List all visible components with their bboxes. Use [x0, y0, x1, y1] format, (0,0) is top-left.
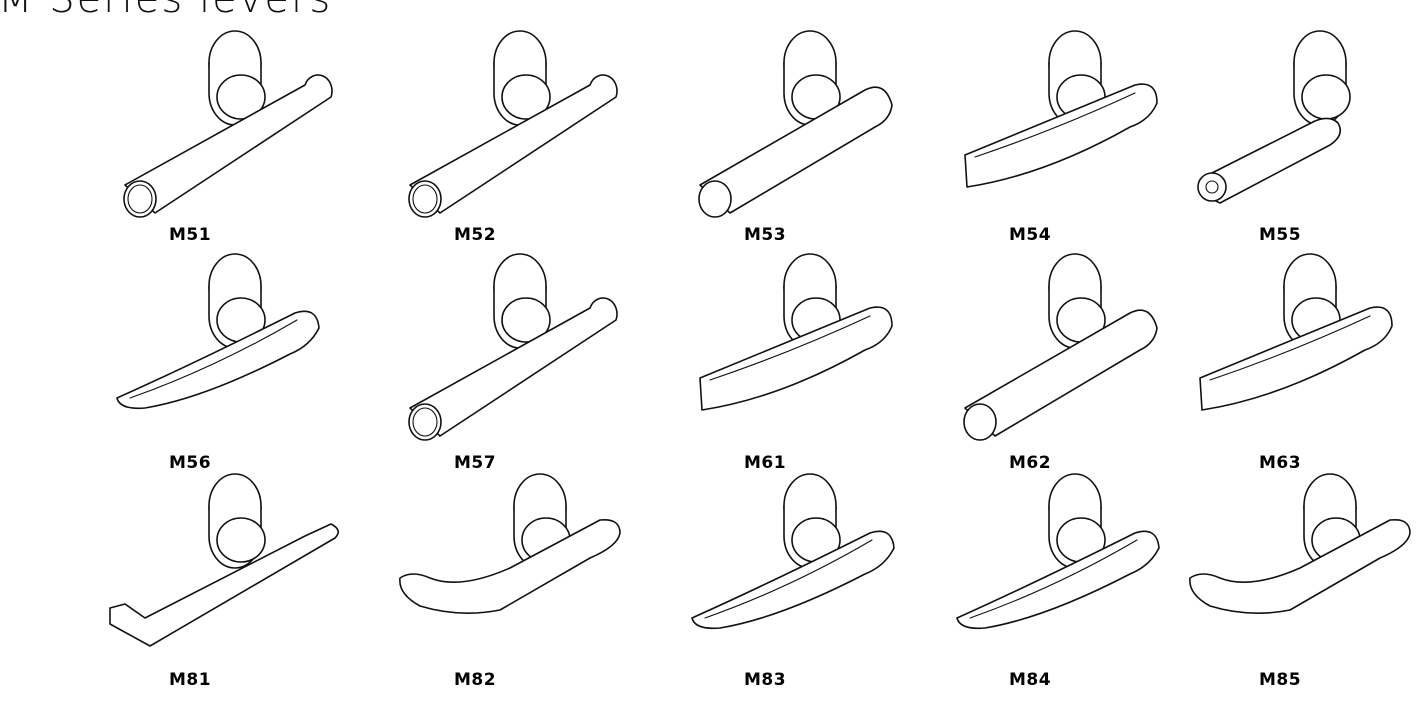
lever-drawing	[698, 30, 893, 218]
lever-drawing	[116, 253, 320, 410]
lever-code-label: M52	[453, 225, 497, 245]
lever-m52	[390, 30, 660, 235]
lever-m54	[945, 30, 1215, 235]
lever-m56	[105, 253, 375, 458]
page-title: M Series levers	[0, 0, 332, 22]
lever-drawing	[964, 30, 1158, 188]
lever-code-label: M63	[1258, 453, 1302, 473]
lever-drawing	[1197, 30, 1351, 204]
lever-code-label: M56	[168, 453, 212, 473]
lever-code-label: M57	[453, 453, 497, 473]
lever-m84	[945, 473, 1215, 678]
lever-m82	[390, 473, 660, 678]
lever-code-label: M85	[1258, 670, 1302, 690]
lever-code-label: M51	[168, 225, 212, 245]
lever-drawing	[399, 473, 621, 614]
lever-code-label: M84	[1008, 670, 1052, 690]
lever-m62	[945, 253, 1215, 458]
lever-drawing	[1199, 253, 1393, 411]
lever-code-label: M82	[453, 670, 497, 690]
lever-m55	[1180, 30, 1419, 235]
lever-m83	[680, 473, 950, 678]
lever-m85	[1180, 473, 1419, 678]
lever-drawing	[1189, 473, 1411, 614]
lever-drawing	[691, 473, 895, 630]
lever-drawing	[109, 473, 339, 647]
lever-m51	[105, 30, 375, 235]
lever-code-label: M53	[743, 225, 787, 245]
lever-m63	[1180, 253, 1419, 458]
lever-code-label: M61	[743, 453, 787, 473]
lever-code-label: M54	[1008, 225, 1052, 245]
lever-code-label: M55	[1258, 225, 1302, 245]
lever-drawing	[699, 253, 893, 411]
lever-m81	[105, 473, 375, 678]
lever-drawing	[963, 253, 1158, 441]
lever-m61	[680, 253, 950, 458]
lever-drawing	[408, 30, 618, 218]
lever-code-label: M83	[743, 670, 787, 690]
lever-m57	[390, 253, 660, 458]
lever-drawing	[123, 30, 333, 218]
lever-drawing	[408, 253, 618, 441]
lever-code-label: M81	[168, 670, 212, 690]
lever-drawing	[956, 473, 1160, 630]
lever-code-label: M62	[1008, 453, 1052, 473]
lever-m53	[680, 30, 950, 235]
